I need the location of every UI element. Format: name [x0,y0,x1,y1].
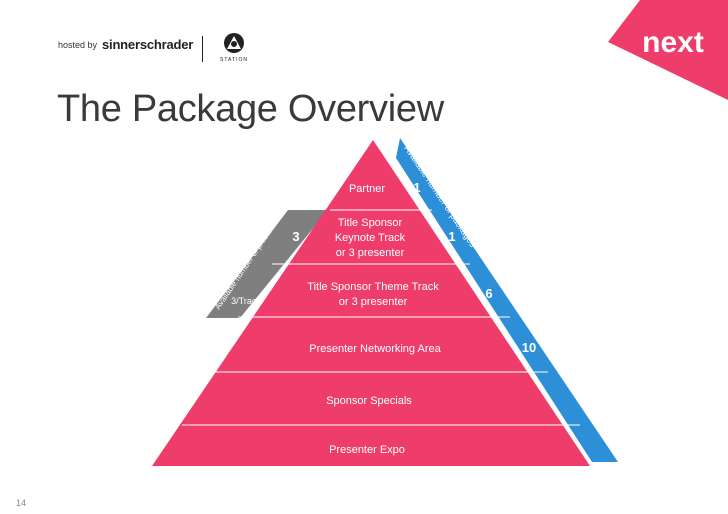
packages-count: 10 [522,340,536,355]
tier-label: Keynote Track [335,232,406,244]
tier-label: Title Sponsor Theme Track [307,281,439,293]
packages-count: 1 [413,180,420,195]
station-logo-text: STATION [220,57,248,63]
tier-label: or 3 presenter [339,296,408,308]
tier-label: Title Sponsor [338,217,403,229]
packages-count: 6 [485,286,492,301]
station-logo-dot [231,41,237,47]
packages-count: 1 [448,229,455,244]
presenters-count: 3 [292,229,299,244]
header-divider [202,36,203,62]
tier-label: or 3 presenter [336,247,405,259]
page-title: The Package Overview [57,88,444,130]
next-logo-text: next [642,26,704,59]
tier-label: Presenter Expo [329,444,405,456]
tier-label: Partner [349,183,385,195]
next-logo: next [608,0,728,100]
page-number: 14 [16,498,27,508]
packages-band [396,138,618,462]
tier-label: Sponsor Specials [326,395,412,407]
pyramid-body [152,140,590,466]
tier-label: Presenter Networking Area [309,343,441,355]
presenters-band [206,210,328,318]
hosted-by-label: hosted by [58,40,98,50]
sinnerschrader-logo: sinnerschrader [102,37,194,52]
presenters-count: 3/Track [231,296,261,306]
next-logo-shape [608,0,728,100]
station-logo: STATION [220,33,248,63]
